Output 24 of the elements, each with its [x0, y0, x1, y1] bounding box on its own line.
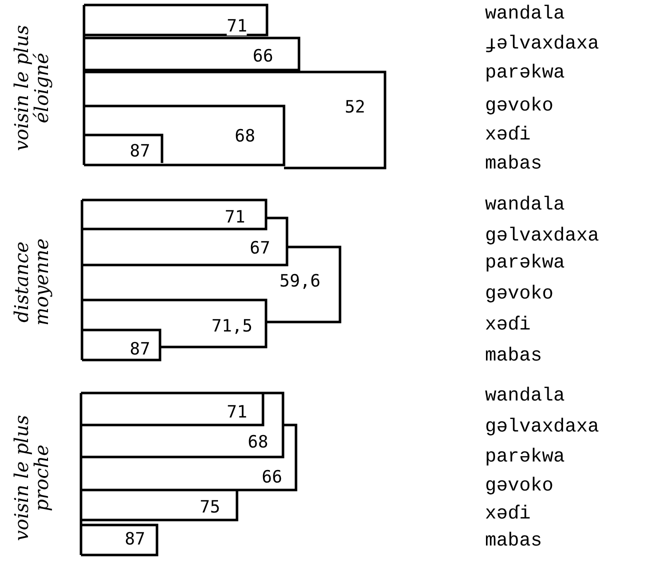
distance-value: 59,6 — [280, 274, 320, 290]
language-name: xəɗi — [485, 504, 531, 524]
language-name: xəɗi — [485, 316, 531, 334]
language-name: gəvoko — [485, 476, 554, 496]
distance-value: 71 — [226, 18, 248, 36]
axis-title: distance moyenne — [13, 237, 53, 328]
language-name: mabas — [485, 154, 542, 174]
language-name: parəkwa — [485, 448, 565, 466]
language-name: xəɗi — [485, 126, 531, 144]
axis-title: voisin le plus éloigné — [13, 24, 53, 153]
language-name: wandala — [485, 386, 565, 406]
language-name: wandala — [485, 4, 565, 24]
distance-value: 71,5 — [212, 318, 252, 336]
axis-title: voisin le plus proche — [13, 414, 53, 543]
language-name: mabas — [485, 532, 542, 550]
language-name: wandala — [485, 196, 565, 214]
language-name: gəvoko — [485, 96, 554, 116]
language-name: gəlvaxdaxa — [485, 226, 600, 246]
language-name: gəvoko — [485, 284, 554, 304]
language-name: ɟəlvaxdaxa — [485, 34, 600, 54]
language-name: parəkwa — [485, 254, 565, 272]
language-name: parəkwa — [485, 64, 565, 82]
language-name: mabas — [485, 346, 542, 366]
language-name: gəlvaxdaxa — [485, 418, 600, 436]
